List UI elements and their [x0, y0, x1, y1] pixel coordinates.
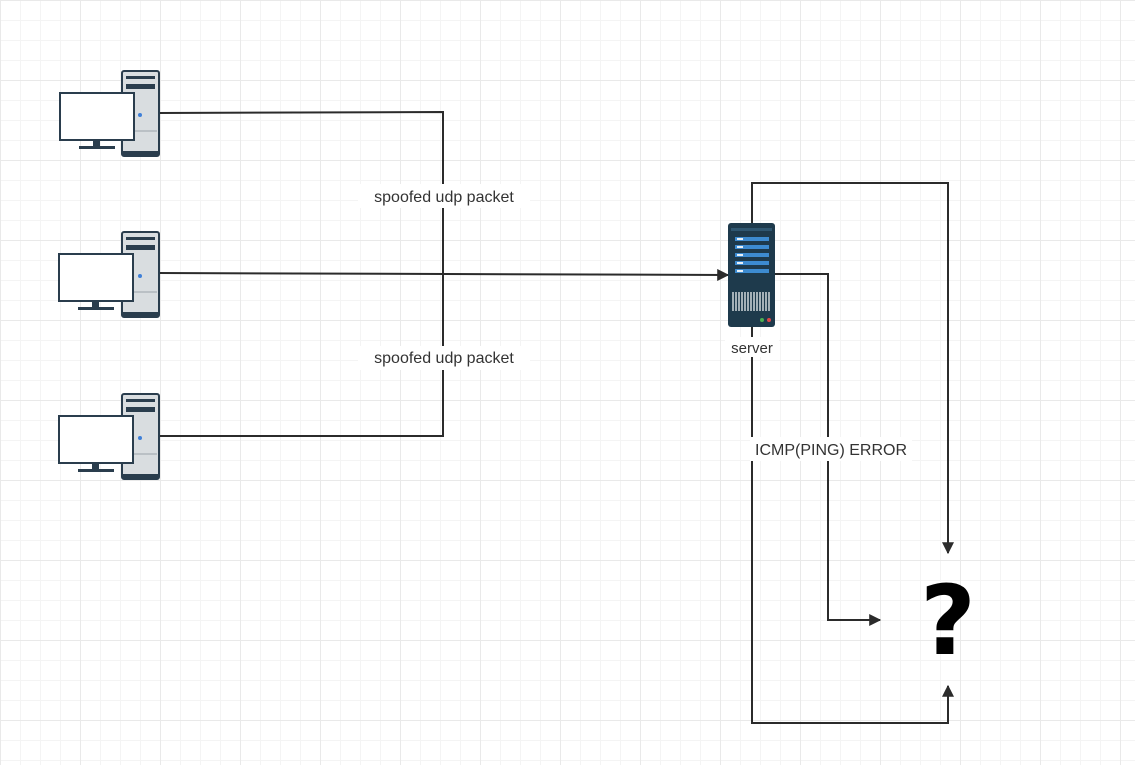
question-mark-icon: ?	[920, 565, 976, 677]
edge-top-pc-to-junction[interactable]	[157, 110, 444, 275]
server-label: server	[731, 340, 773, 357]
desktop-computer-middle[interactable]	[58, 231, 160, 318]
edge-label-top-text: spoofed udp packet	[374, 189, 514, 206]
edge-label-icmp: ICMP(PING) ERROR	[750, 437, 912, 461]
monitor-icon	[58, 253, 134, 310]
monitor-icon	[59, 92, 135, 149]
edge-label-top: spoofed udp packet	[358, 184, 530, 208]
desktop-computer-top[interactable]	[59, 70, 160, 157]
edge-bottom-pc-to-junction[interactable]	[158, 275, 444, 437]
edge-label-bottom-text: spoofed udp packet	[374, 350, 514, 367]
edge-server-bottom-loop[interactable]	[751, 326, 954, 724]
edge-server-top-loop[interactable]	[751, 182, 954, 555]
server-node[interactable]: server	[725, 223, 779, 357]
edge-label-bottom: spoofed udp packet	[358, 346, 530, 370]
edges-to-server	[157, 110, 730, 437]
monitor-icon	[58, 415, 134, 472]
server-vent-icon	[732, 292, 770, 311]
edge-middle-pc-to-server[interactable]	[157, 268, 730, 281]
server-rack-icon	[728, 223, 775, 327]
edge-label-icmp-text: ICMP(PING) ERROR	[755, 442, 907, 459]
unknown-target-node[interactable]: ?	[920, 565, 976, 677]
desktop-computer-bottom[interactable]	[58, 393, 160, 480]
